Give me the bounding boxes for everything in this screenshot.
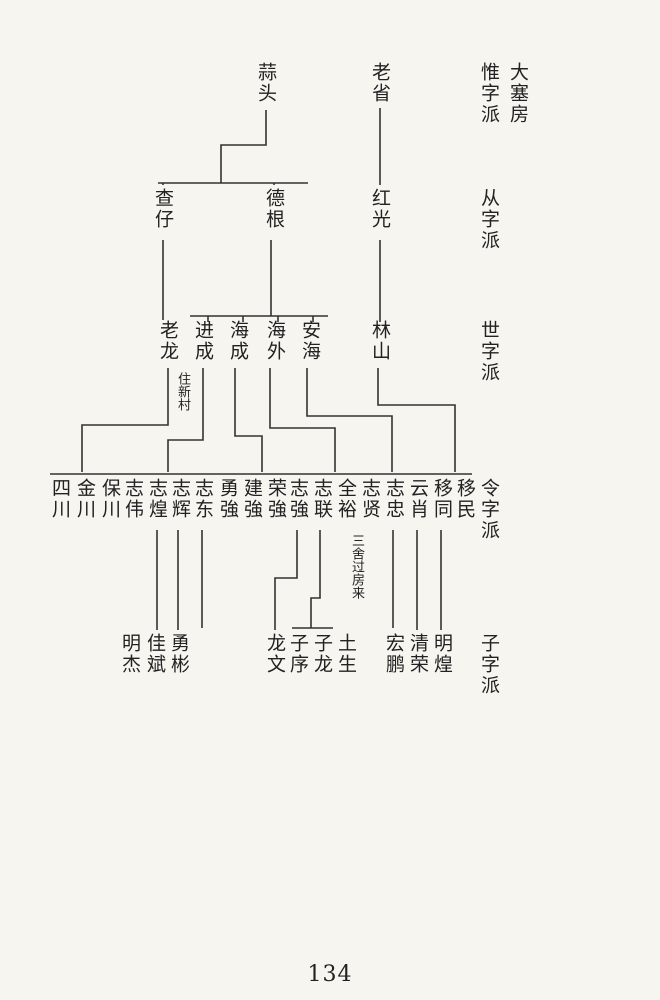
note-xincun: 住新村 [175,372,190,411]
member-zhixian: 志贤 [359,478,381,520]
link-degen-children [190,240,328,322]
link-haicheng-children [234,368,263,472]
member-yongqiang: 勇強 [217,478,239,520]
member-jiabin: 佳斌 [144,633,166,675]
member-zhizhong: 志忠 [383,478,405,520]
page-number: 134 [307,962,353,987]
member-tusheng: 土生 [335,633,357,675]
member-qingrong: 清荣 [407,633,429,675]
note-guofang: 三舍过房来 [349,534,364,599]
member-longwen: 龙文 [264,633,286,675]
member-haiwai: 海外 [264,320,286,362]
house-label: 大塞房 [507,62,529,125]
member-zhiwei: 志伟 [122,478,144,520]
link-haiwai-children [269,368,336,472]
link-zhiqiang-longwen [274,530,298,630]
member-quanyu: 全裕 [335,478,357,520]
member-zhiqiang: 志強 [287,478,309,520]
member-anhai: 安海 [299,320,321,362]
member-laosheng: 老省 [369,62,391,104]
member-linshan: 林山 [369,320,391,362]
member-minghuang: 明煌 [431,633,453,675]
member-rongqiang: 荣強 [265,478,287,520]
member-zilong: 子龙 [311,633,333,675]
member-baochuan: 保川 [99,478,121,520]
generation-label-wei: 惟字派 [478,62,500,125]
link-zhilian-children [292,530,333,629]
member-zhidong: 志东 [192,478,214,520]
member-zhilian: 志联 [311,478,333,520]
member-hongpeng: 宏鹏 [383,633,405,675]
member-zixu: 子序 [287,633,309,675]
member-haicheng: 海成 [227,320,249,362]
link-anhai-children [306,368,393,472]
generation-label-shi: 世字派 [478,320,500,383]
member-jinchuan: 金川 [74,478,96,520]
member-sichuan: 四川 [49,478,71,520]
member-yunxiao: 云肖 [407,478,429,520]
member-jianqiang: 建強 [241,478,263,520]
member-zhazai: 查仔 [152,188,174,230]
member-degen: 德根 [263,188,285,230]
member-yongbin: 勇彬 [168,633,190,675]
member-suantou: 蒜头 [255,62,277,104]
member-zhihui: 志辉 [169,478,191,520]
member-yitong: 移同 [431,478,453,520]
link-suantou-children [158,110,308,185]
member-yimin: 移民 [454,478,476,520]
link-jincheng-children [167,368,204,472]
member-jincheng: 进成 [192,320,214,362]
member-zhihuang: 志煌 [146,478,168,520]
generation-label-zi: 子字派 [478,633,500,696]
member-mingjie: 明杰 [119,633,141,675]
generation-label-ling: 令字派 [478,478,500,541]
link-linshan-children [377,368,456,472]
member-hongguang: 红光 [369,188,391,230]
link-laolong-children [81,368,169,472]
generation-label-cong: 从字派 [478,188,500,251]
member-laolong: 老龙 [157,320,179,362]
